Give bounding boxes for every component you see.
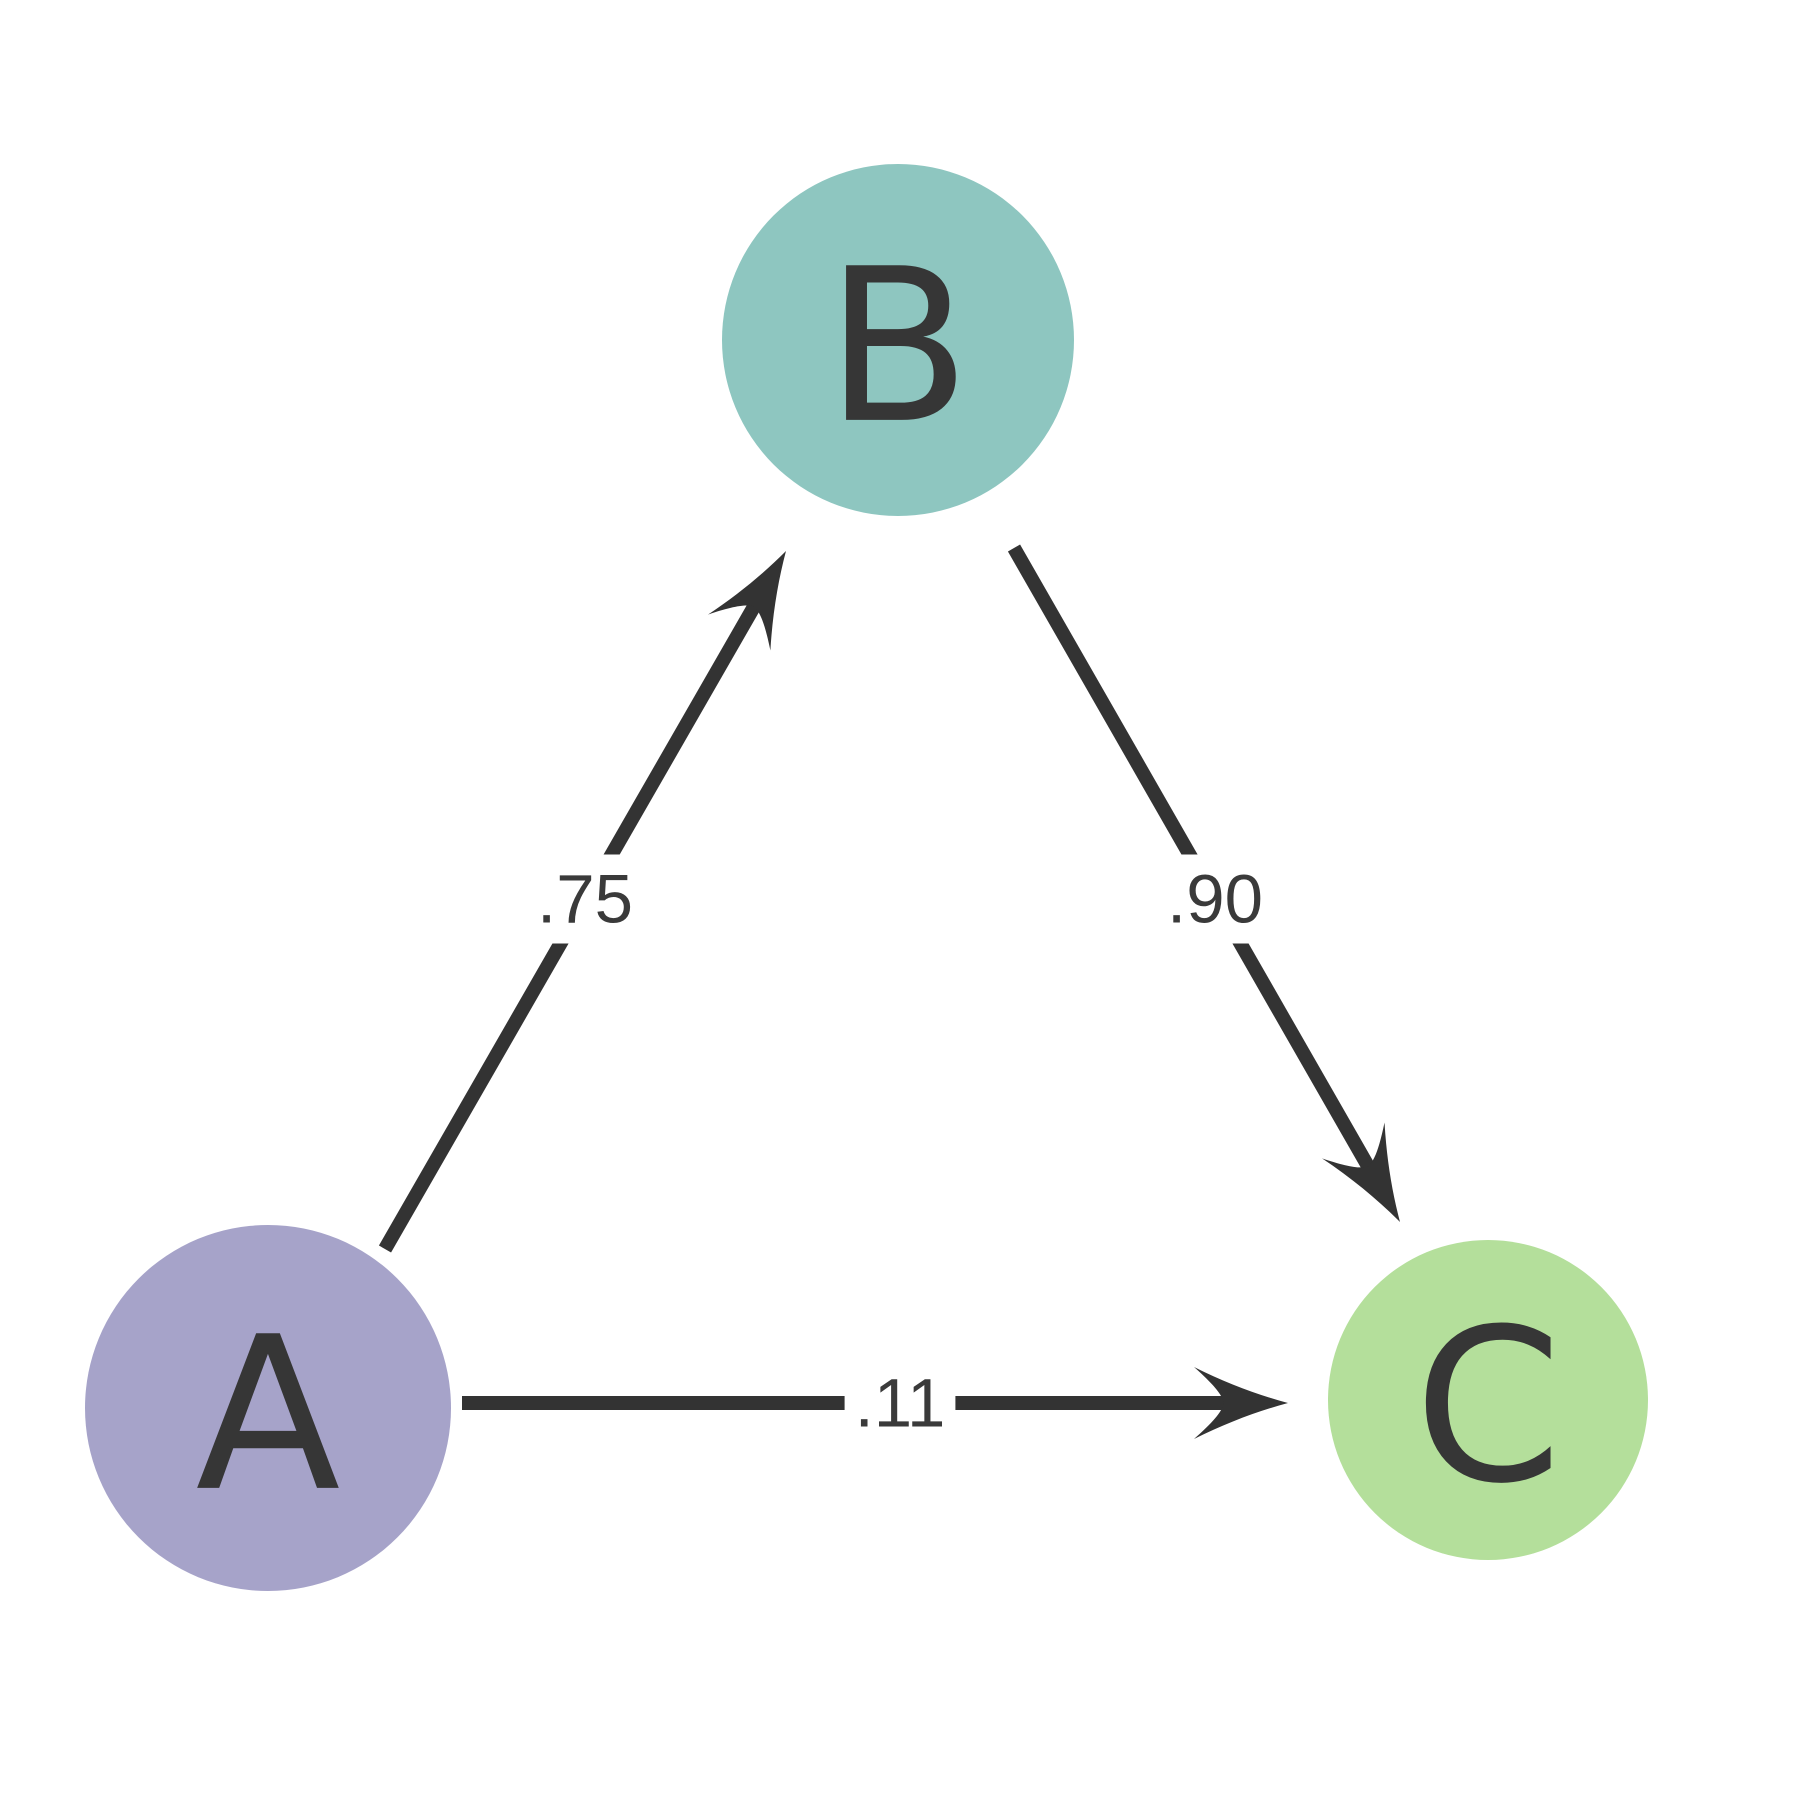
arrowhead-icon [1194,1367,1288,1439]
node-A-label: A [195,1291,340,1538]
arrowhead-icon [1322,1122,1400,1222]
edge-A-B-weight: .75 [537,861,633,938]
node-B-label: B [825,223,970,470]
edge-A-B[interactable]: .75 [378,533,817,1253]
edge-B-C[interactable]: .90 [1007,544,1431,1240]
edge-label-halo [1157,854,1273,944]
node-C[interactable]: C [1328,1240,1648,1560]
edge-label-halo [844,1358,956,1448]
node-A[interactable]: A [85,1225,451,1591]
node-A-circle[interactable] [85,1225,451,1591]
node-C-label: C [1414,1283,1562,1530]
node-B-circle[interactable] [722,164,1074,516]
node-C-circle[interactable] [1328,1240,1648,1560]
node-B[interactable]: B [722,164,1074,516]
edge-label-halo [527,854,643,944]
arrowhead-icon [707,551,786,651]
edge-A-C-weight: .11 [855,1365,946,1442]
edge-A-C[interactable]: .11 [462,1358,1288,1448]
edge-B-C-weight: .90 [1167,861,1263,938]
